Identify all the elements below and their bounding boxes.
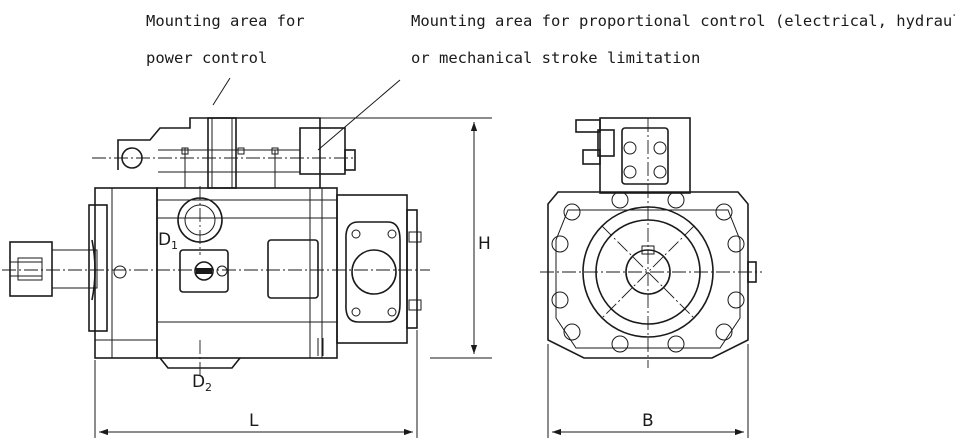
- nameplate-window: [267, 239, 319, 299]
- power-control-leader-line: [212, 77, 231, 106]
- drive-shaft: [9, 241, 53, 297]
- power-control-label-line2: power control: [146, 49, 267, 67]
- width-dimension-label: B: [642, 411, 654, 431]
- annotation-labels: Mounting area for power control Mounting…: [146, 12, 955, 67]
- height-dimension-label: H: [478, 234, 491, 254]
- power-control-label-line1: Mounting area for: [146, 12, 305, 30]
- length-dimension-label: L: [249, 411, 259, 431]
- proportional-control-label-line2: or mechanical stroke limitation: [411, 49, 700, 67]
- bolt-holes: [551, 191, 745, 353]
- d1-port-label: D: [158, 230, 171, 250]
- proportional-control-leader-line: [317, 79, 401, 151]
- proportional-control-block: [299, 127, 346, 175]
- front-view: [540, 117, 762, 368]
- gauge-indicator: [179, 249, 229, 293]
- d2-port-subscript: 2: [205, 381, 212, 394]
- dimension-l: L: [94, 330, 418, 438]
- side-view: D 1 D: [2, 117, 430, 394]
- front-housing-outline: [547, 191, 749, 359]
- d1-port-subscript: 1: [171, 239, 178, 252]
- d2-port-label: D: [192, 372, 205, 392]
- dimension-h: H: [320, 117, 492, 359]
- rear-port-flange: [345, 221, 401, 323]
- dimension-b: B: [547, 344, 749, 438]
- proportional-control-label-line1: Mounting area for proportional control (…: [411, 12, 955, 30]
- power-control-block: [117, 117, 321, 188]
- mounting-flange: [88, 204, 108, 332]
